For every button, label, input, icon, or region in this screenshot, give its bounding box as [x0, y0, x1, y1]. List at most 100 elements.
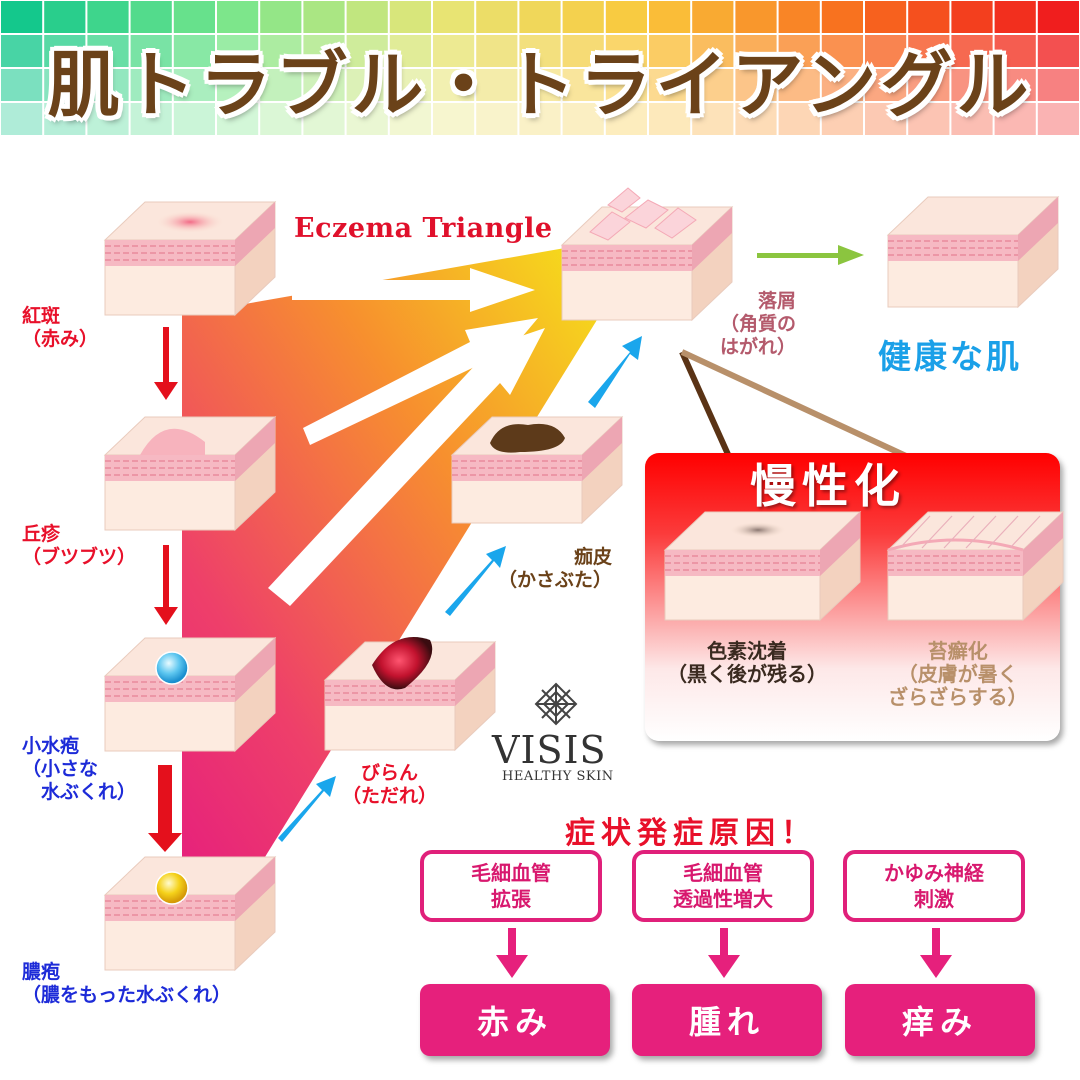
label-crust: 痂皮 （かさぶた） [498, 546, 613, 591]
mosaic-tile [217, 1, 259, 33]
cause-box-dilation: 毛細血管 拡張 [420, 850, 602, 922]
mosaic-tile [821, 103, 863, 135]
mosaic-tile [476, 35, 518, 67]
mosaic-tile [735, 1, 777, 33]
mosaic-tile [519, 1, 561, 33]
mosaic-tile [649, 69, 691, 101]
mosaic-tile [433, 35, 475, 67]
mosaic-tile [735, 103, 777, 135]
mosaic-tile [87, 35, 129, 67]
mosaic-tile [433, 103, 475, 135]
mosaic-tile [649, 35, 691, 67]
mosaic-tile [562, 69, 604, 101]
mosaic-tile [346, 69, 388, 101]
mosaic-tile [260, 1, 302, 33]
mosaic-tile [1037, 69, 1079, 101]
visis-logo-icon [534, 682, 578, 726]
mosaic-tile [303, 69, 345, 101]
mosaic-tile [519, 103, 561, 135]
mosaic-tile [217, 69, 259, 101]
mosaic-tile [433, 1, 475, 33]
mosaic-tile [994, 1, 1036, 33]
mosaic-tile [476, 1, 518, 33]
skin-healthy [886, 195, 1060, 309]
mosaic-tile [44, 69, 86, 101]
mosaic-tile [389, 69, 431, 101]
mosaic-tile [605, 1, 647, 33]
mosaic-tile [735, 35, 777, 67]
mosaic-tile [476, 69, 518, 101]
mosaic-tile [692, 1, 734, 33]
mosaic-tile [260, 69, 302, 101]
skin-erythema [103, 200, 277, 317]
causes-title: 症状発症原因！ [565, 816, 817, 851]
mosaic-tile [260, 103, 302, 135]
mosaic-tile [44, 103, 86, 135]
skin-vesicle [103, 636, 277, 753]
mosaic-tile [433, 69, 475, 101]
mosaic-tile [87, 69, 129, 101]
label-erythema: 紅斑 （赤み） [22, 305, 99, 350]
mosaic-tile [994, 35, 1036, 67]
mosaic-tile [562, 103, 604, 135]
label-erosion: びらん （ただれ） [342, 762, 438, 807]
mosaic-tile [44, 35, 86, 67]
mosaic-tile [908, 35, 950, 67]
mosaic-tile [908, 1, 950, 33]
healthy-arrow [757, 245, 864, 265]
mosaic-tile [735, 69, 777, 101]
mosaic-tile [519, 35, 561, 67]
mosaic-tile [303, 103, 345, 135]
mosaic-tile [130, 103, 172, 135]
mosaic-tile [1, 35, 43, 67]
cause-box-permeability: 毛細血管 透過性増大 [632, 850, 814, 922]
mosaic-tile [605, 35, 647, 67]
mosaic-tile [1, 103, 43, 135]
mosaic-tile [217, 35, 259, 67]
mosaic-tile [346, 1, 388, 33]
mosaic-tile [605, 103, 647, 135]
mosaic-tile [562, 35, 604, 67]
triangle-arrows [268, 268, 545, 606]
skin-erosion [323, 637, 497, 752]
mosaic-tile [692, 35, 734, 67]
mosaic-tile [994, 103, 1036, 135]
mosaic-tile [562, 1, 604, 33]
page-title: 肌トラブル・トライアングル [47, 43, 1033, 127]
mosaic-tile [173, 103, 215, 135]
mosaic-tile [692, 69, 734, 101]
mosaic-tile [87, 103, 129, 135]
mosaic-tile [821, 69, 863, 101]
mosaic-tile [173, 69, 215, 101]
mosaic-tile [908, 69, 950, 101]
mosaic-tile [346, 35, 388, 67]
mosaic-tile [130, 35, 172, 67]
skin-pustule [103, 855, 277, 972]
mosaic-tile [778, 103, 820, 135]
mosaic-tile [303, 35, 345, 67]
eczema-triangle [182, 248, 600, 878]
mosaic-tile [1037, 103, 1079, 135]
skin-lichenification [886, 510, 1065, 622]
skin-papule [103, 415, 277, 532]
mosaic-tile [865, 35, 907, 67]
mosaic-tile [865, 103, 907, 135]
mosaic-tile [389, 103, 431, 135]
mosaic-tile [951, 69, 993, 101]
mosaic-tile [951, 103, 993, 135]
stage-arrows-red [148, 327, 182, 852]
mosaic-tile [87, 1, 129, 33]
label-vesicle: 小水疱 （小さな 水ぶくれ） [22, 735, 137, 803]
mosaic-tile [821, 35, 863, 67]
label-papule: 丘疹 （ブツブツ） [22, 523, 137, 568]
mosaic-tile [994, 69, 1036, 101]
mosaic-tile [389, 1, 431, 33]
mosaic-tile [303, 1, 345, 33]
mosaic-tile [778, 1, 820, 33]
skin-scaling [560, 187, 734, 322]
mosaic-tile [130, 1, 172, 33]
mosaic-tile [908, 103, 950, 135]
